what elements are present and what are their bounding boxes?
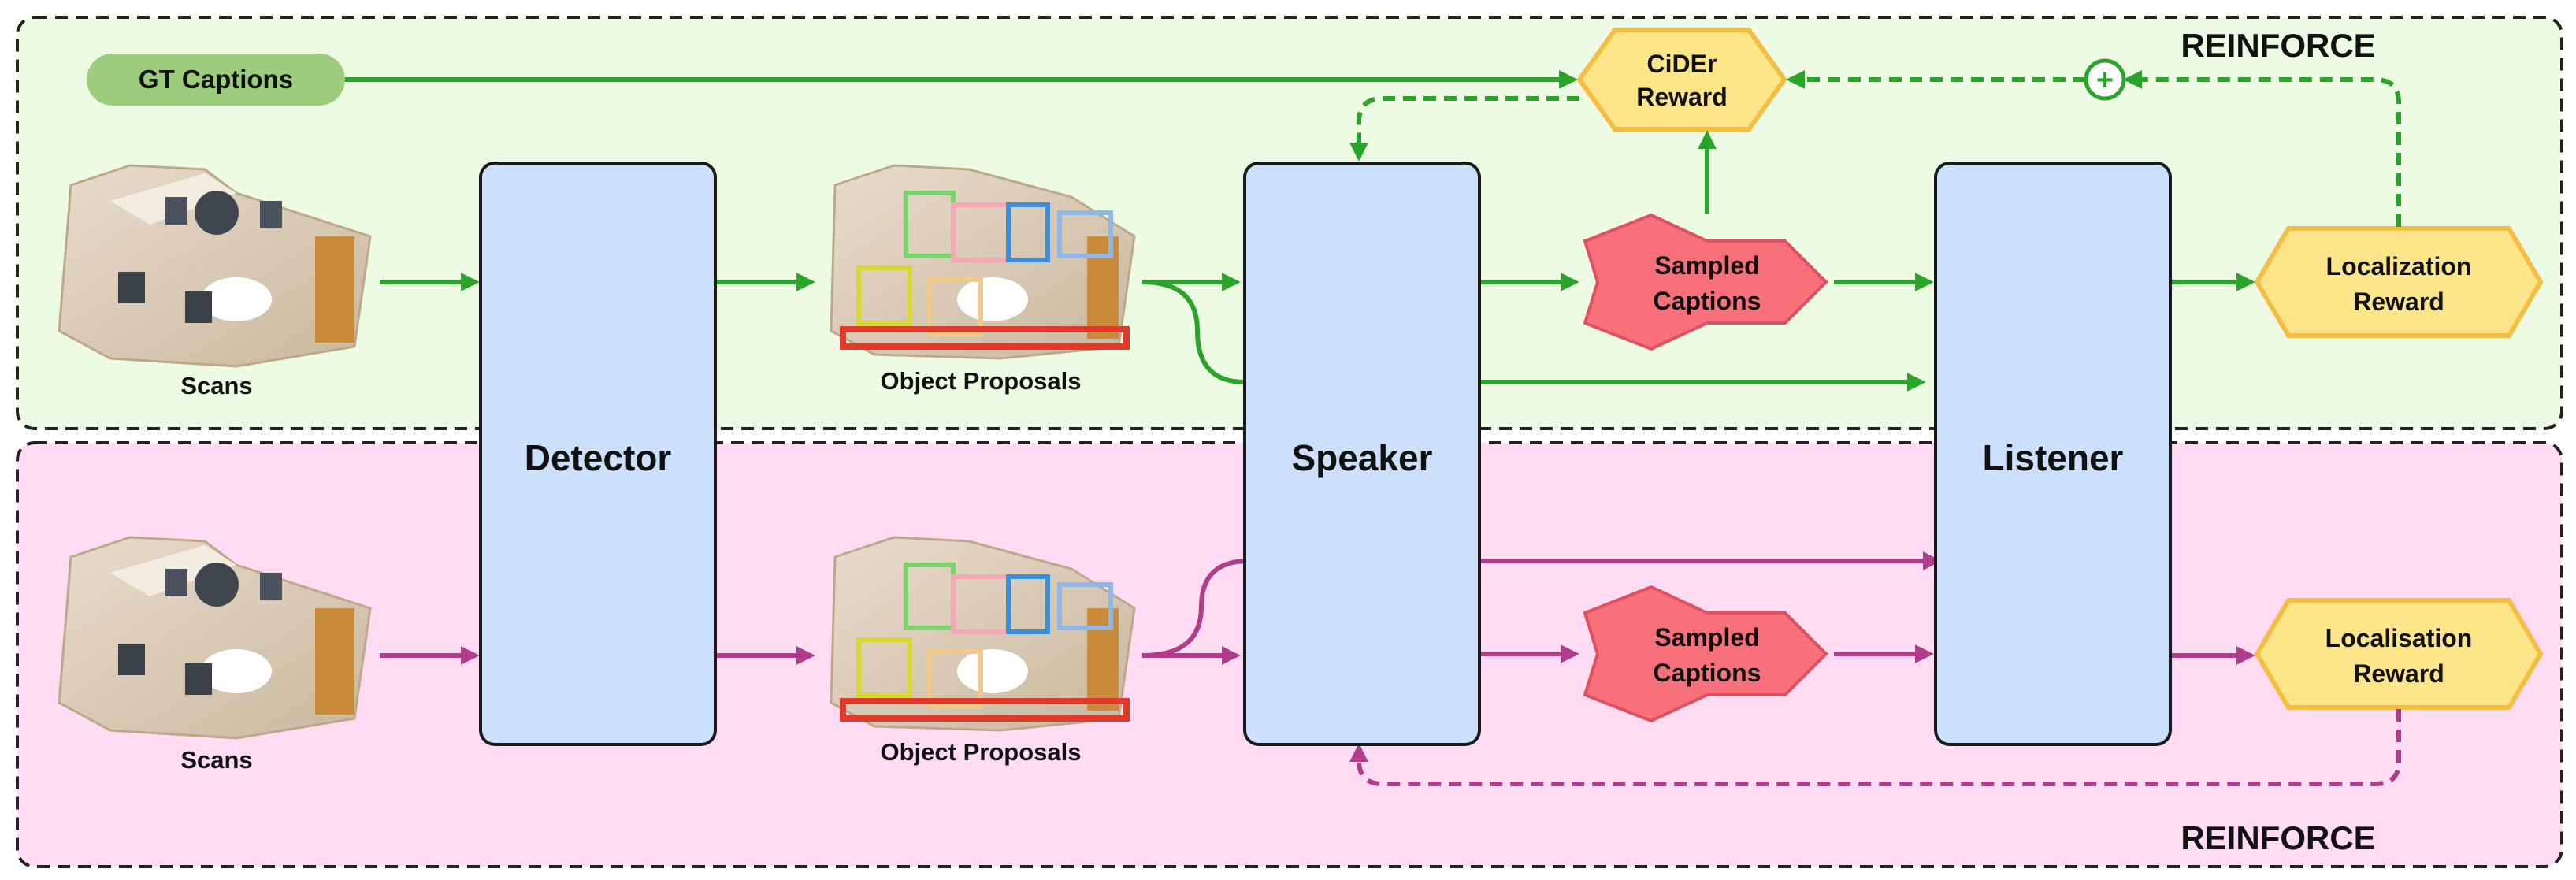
- top-reinforce-title: REINFORCE: [2181, 27, 2375, 64]
- scan-image-bottom: [58, 536, 372, 740]
- cider-reward-line1: CiDEr: [1647, 50, 1717, 78]
- cider-reward-line2: Reward: [1636, 83, 1728, 111]
- object-proposals-label-bottom: Object Proposals: [881, 738, 1082, 766]
- gt-captions-node: GT Captions: [87, 54, 345, 106]
- scans-label-bottom: Scans: [180, 746, 252, 774]
- localization-reward-line1: Localization: [2326, 252, 2472, 280]
- object-proposals-label-top: Object Proposals: [881, 367, 1082, 395]
- localization-reward-node: Localization Reward: [2254, 226, 2544, 338]
- arrow-proposals-to-listener-top: [1141, 280, 1926, 392]
- speaker-label: Speaker: [1291, 437, 1432, 478]
- sampled-captions-bottom-line2: Captions: [1654, 659, 1761, 687]
- bottom-arrows: [380, 551, 2401, 786]
- sampled-captions-top-line2: Captions: [1654, 287, 1761, 315]
- arrow-cider-to-speaker: [1349, 96, 1579, 162]
- sampled-captions-top-line1: Sampled: [1654, 251, 1759, 280]
- detector-module: Detector: [479, 162, 717, 746]
- localisation-reward-line2: Reward: [2353, 659, 2444, 688]
- listener-module: Listener: [1934, 162, 2172, 746]
- object-proposals-image-bottom: [830, 536, 1136, 732]
- bottom-reinforce-title: REINFORCE: [2181, 819, 2375, 856]
- top-arrows: [345, 70, 2401, 392]
- sampled-captions-node-top: Sampled Captions: [1583, 213, 1828, 351]
- arrow-localization-to-sum: [2123, 70, 2401, 227]
- sum-node: +: [2084, 58, 2126, 101]
- cider-reward-node: CiDEr Reward: [1576, 28, 1787, 132]
- arrow-proposals-to-listener-bottom: [1141, 551, 1942, 658]
- localization-reward-line2: Reward: [2353, 288, 2444, 316]
- detector-label: Detector: [525, 437, 672, 478]
- localisation-reward-line1: Localisation: [2325, 624, 2473, 652]
- sampled-captions-bottom-line1: Sampled: [1654, 623, 1759, 652]
- scan-image-top: [58, 164, 372, 368]
- arrow-localisation-to-speaker: [1349, 709, 2401, 786]
- object-proposals-image-top: [830, 164, 1136, 360]
- speaker-module: Speaker: [1243, 162, 1481, 746]
- listener-label: Listener: [1983, 437, 2124, 478]
- sum-symbol: +: [2096, 64, 2114, 97]
- localisation-reward-node: Localisation Reward: [2254, 598, 2544, 710]
- sampled-captions-node-bottom: Sampled Captions: [1583, 585, 1828, 723]
- scans-label-top: Scans: [180, 372, 252, 399]
- gt-captions-label: GT Captions: [139, 65, 293, 94]
